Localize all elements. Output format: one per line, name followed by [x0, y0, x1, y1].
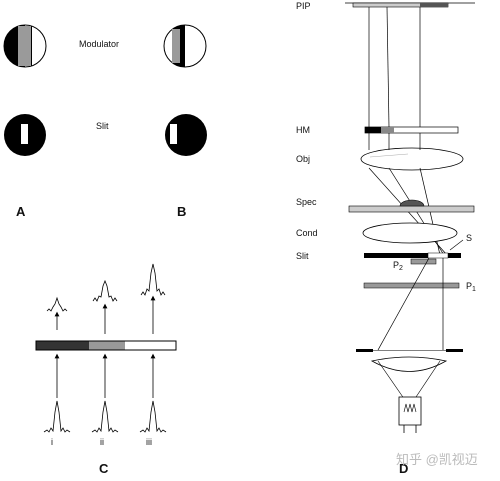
input-peak-iii: [139, 400, 167, 433]
condenser-lens: [362, 222, 458, 244]
hm-plate: [364, 126, 459, 134]
input-peak-ii: [91, 400, 119, 433]
label-b: B: [177, 204, 186, 219]
output-peak-iii: [140, 263, 166, 296]
modulator-label: Modulator: [79, 39, 119, 49]
watermark: 知乎 @凯视迈: [396, 452, 478, 467]
collector-lens: [370, 356, 448, 372]
output-peak-ii: [92, 279, 118, 302]
specimen: [348, 199, 475, 213]
label-obj: Obj: [296, 154, 310, 164]
label-cond: Cond: [296, 228, 318, 238]
modulator-a: [3, 24, 47, 68]
slit-label: Slit: [96, 121, 109, 131]
lamp: [398, 396, 422, 433]
label-pip: PIP: [296, 1, 311, 11]
label-c: C: [99, 461, 109, 476]
field-diaphragm: [356, 349, 463, 352]
pip-plate: [345, 2, 475, 8]
input-peak-i: [43, 400, 71, 433]
slit-a: [4, 114, 46, 156]
modulator-b: [163, 24, 207, 68]
label-a: A: [16, 204, 26, 219]
label-d: D: [399, 461, 408, 476]
label-hm: HM: [296, 125, 310, 135]
label-s: S: [466, 233, 472, 243]
label-p1: P1: [466, 281, 476, 293]
position-iii: iii: [146, 437, 152, 447]
polarizer-p2: [410, 258, 437, 265]
ray-mid: [386, 6, 390, 128]
label-spec: Spec: [296, 197, 317, 207]
label-p2: P2: [393, 260, 403, 272]
modulator-bar: [35, 340, 177, 351]
slit-plate: [364, 252, 461, 259]
polarizer-p1: [363, 282, 460, 289]
output-peak-i: [46, 296, 68, 312]
objective-lens: [360, 147, 464, 171]
position-ii: ii: [100, 437, 104, 447]
slit-b: [165, 114, 207, 156]
position-i: i: [51, 437, 53, 447]
label-slit: Slit: [296, 251, 309, 261]
